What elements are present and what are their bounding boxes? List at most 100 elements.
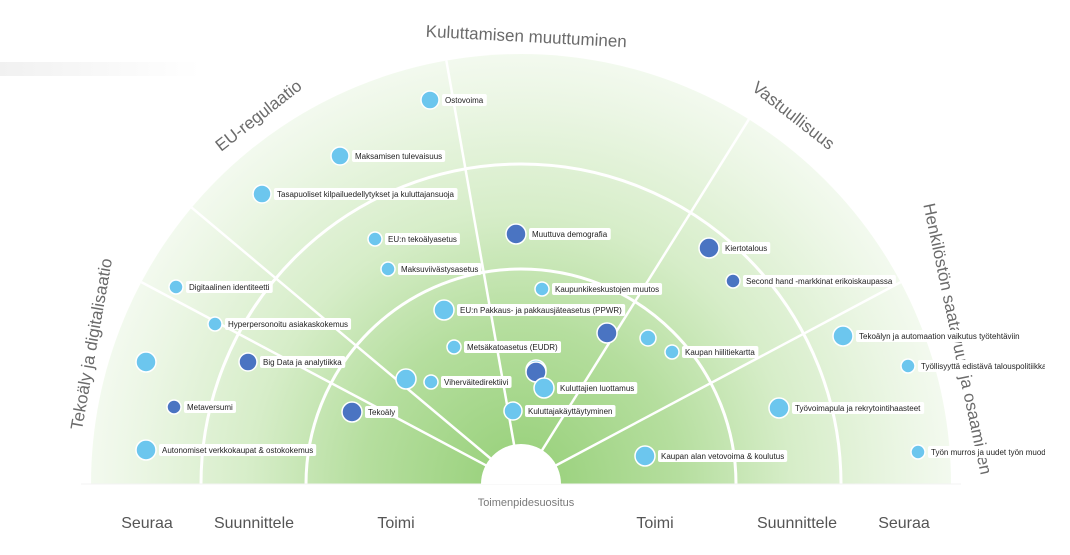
radar-item-label-bg xyxy=(464,341,562,353)
radar-item-label-bg xyxy=(260,356,346,368)
radar-item[interactable]: Kaupunkikeskustojen muutos xyxy=(534,281,663,297)
radar-item-label-bg xyxy=(928,446,1045,458)
radar-item-dot[interactable] xyxy=(135,351,157,373)
radar-item[interactable] xyxy=(596,322,618,344)
radar-item-dot[interactable] xyxy=(768,397,790,419)
center-semicircle xyxy=(481,444,561,484)
radar-item[interactable]: Digitaalinen identiteetti xyxy=(168,279,273,295)
radar-item-dot[interactable] xyxy=(207,316,223,332)
radar-item-label-bg xyxy=(457,304,626,316)
radar-item-dot[interactable] xyxy=(596,322,618,344)
radar-item[interactable]: Työllisyyttä edistävä talouspolitiikka xyxy=(900,358,1050,374)
radar-item[interactable]: Maksamisen tulevaisuus xyxy=(330,146,446,166)
radar-item[interactable]: Big Data ja analytiikka xyxy=(238,352,346,372)
radar-item[interactable]: Ostovoima xyxy=(420,90,487,110)
radar-item-label: Tasapuoliset kilpailuedellytykset ja kul… xyxy=(277,190,455,199)
radar-item-dot[interactable] xyxy=(166,399,182,415)
radar-item-label-bg xyxy=(365,406,399,418)
radar-item[interactable]: Kuluttajien luottamus xyxy=(533,377,638,399)
radar-item-label-bg xyxy=(557,382,638,394)
radar-item[interactable] xyxy=(135,351,157,373)
radar-item-dot[interactable] xyxy=(503,401,523,421)
radar-item-dot[interactable] xyxy=(900,358,916,374)
radar-item-label: Second hand -markkinat erikoiskaupassa xyxy=(746,277,893,286)
radar-item-dot[interactable] xyxy=(395,368,417,390)
radar-item-dot[interactable] xyxy=(367,231,383,247)
radar-item-label: Maksuviivästysasetus xyxy=(401,265,478,274)
center-label: Toimenpidesuositus xyxy=(478,497,575,509)
ring-label-suunnittele-left: Suunnittele xyxy=(214,515,294,532)
radar-item[interactable]: Kiertotalous xyxy=(698,237,771,259)
radar-item[interactable]: Second hand -markkinat erikoiskaupassa xyxy=(725,273,896,289)
radar-item-dot[interactable] xyxy=(698,237,720,259)
sector-divider xyxy=(140,281,522,486)
radar-item-dot[interactable] xyxy=(135,439,157,461)
radar-item-label: Digitaalinen identiteetti xyxy=(189,283,270,292)
radar-item-label-bg xyxy=(743,275,896,287)
radar-item-label-bg xyxy=(552,283,663,295)
radar-item-label-bg xyxy=(918,360,1045,372)
sector-label-kuluttamisen-muuttuminen: Kuluttamisen muuttuminen xyxy=(425,22,627,52)
radar-item[interactable]: Metaversumi xyxy=(166,399,237,415)
radar-item-dot[interactable] xyxy=(832,325,854,347)
radar-item-label-bg xyxy=(525,405,616,417)
radar-item[interactable]: Maksuviivästysasetus xyxy=(380,261,482,277)
radar-item-dot[interactable] xyxy=(380,261,396,277)
radar-item-dot[interactable] xyxy=(423,374,439,390)
radar-item-label: Työllisyyttä edistävä talouspolitiikka xyxy=(921,362,1047,371)
radar-item[interactable] xyxy=(395,368,417,390)
radar-item-label: Autonomiset verkkokaupat & ostokokemus xyxy=(162,446,313,455)
sector-divider xyxy=(519,118,750,485)
radar-item[interactable]: EU:n Pakkaus- ja pakkausjäteasetus (PPWR… xyxy=(433,299,626,321)
radar-item-label: Työvoimapula ja rekrytointihaasteet xyxy=(795,404,921,413)
radar-item[interactable]: Työvoimapula ja rekrytointihaasteet xyxy=(768,397,925,419)
radar-item-dot[interactable] xyxy=(252,184,272,204)
radar-item-dot[interactable] xyxy=(341,401,363,423)
radar-item[interactable]: Työn murros ja uudet työn muodot xyxy=(910,444,1056,460)
radar-item-label-bg xyxy=(159,444,317,456)
radar-item-dot[interactable] xyxy=(725,273,741,289)
ring-arc xyxy=(199,162,843,485)
radar-item-label: Työn murros ja uudet työn muodot xyxy=(931,448,1053,457)
radar-item[interactable]: Kuluttajakäyttäytyminen xyxy=(503,401,616,421)
radar-item-label: Kuluttajien luottamus xyxy=(560,384,634,393)
background-strip xyxy=(0,62,200,76)
radar-item-label-bg xyxy=(274,188,458,200)
radar-item-label-bg xyxy=(385,233,460,245)
radar-item-label-bg xyxy=(441,376,512,388)
radar-item-label-bg xyxy=(352,150,446,162)
radar-item-label-bg xyxy=(682,346,759,358)
radar-item-label-bg xyxy=(658,450,788,462)
radar-item[interactable]: EU:n tekoälyasetus xyxy=(367,231,460,247)
radar-item-dot[interactable] xyxy=(639,329,657,347)
radar-item-dot[interactable] xyxy=(534,281,550,297)
radar-item-dot[interactable] xyxy=(420,90,440,110)
radar-item-dot[interactable] xyxy=(446,339,462,355)
radar-item-label: Ostovoima xyxy=(445,96,484,105)
radar-item[interactable]: Autonomiset verkkokaupat & ostokokemus xyxy=(135,439,317,461)
radar-item[interactable]: Tekoäly xyxy=(341,401,399,423)
radar-item-dot[interactable] xyxy=(168,279,184,295)
radar-item-dot[interactable] xyxy=(634,445,656,467)
radar-item[interactable]: Hyperpersonoitu asiakaskokemus xyxy=(207,316,352,332)
radar-item-dot[interactable] xyxy=(330,146,350,166)
radar-item[interactable]: Kaupan alan vetovoima & koulutus xyxy=(634,445,788,467)
radar-item[interactable]: Kaupan hiilitiekartta xyxy=(664,344,759,360)
ring-label-toimi-left: Toimi xyxy=(377,515,414,532)
radar-item-dot[interactable] xyxy=(910,444,926,460)
radar-item[interactable]: Metsäkatoasetus (EUDR) xyxy=(446,339,562,355)
radar-item[interactable]: Muuttuva demografia xyxy=(505,223,611,245)
radar-item-dot[interactable] xyxy=(664,344,680,360)
radar-item[interactable]: Tekoälyn ja automaation vaikutus työteht… xyxy=(832,325,1023,347)
radar-item-label-bg xyxy=(529,228,611,240)
radar-item-dot[interactable] xyxy=(505,223,527,245)
radar-item-dot[interactable] xyxy=(238,352,258,372)
radar-item[interactable]: Tasapuoliset kilpailuedellytykset ja kul… xyxy=(252,184,458,204)
radar-item-label: EU:n tekoälyasetus xyxy=(388,235,457,244)
radar-item-dot[interactable] xyxy=(533,377,555,399)
radar-item[interactable]: Viherväitedirektiivi xyxy=(423,374,512,390)
radar-item-dot[interactable] xyxy=(433,299,455,321)
radar-item[interactable] xyxy=(639,329,657,347)
radar-item-label-bg xyxy=(722,242,771,254)
